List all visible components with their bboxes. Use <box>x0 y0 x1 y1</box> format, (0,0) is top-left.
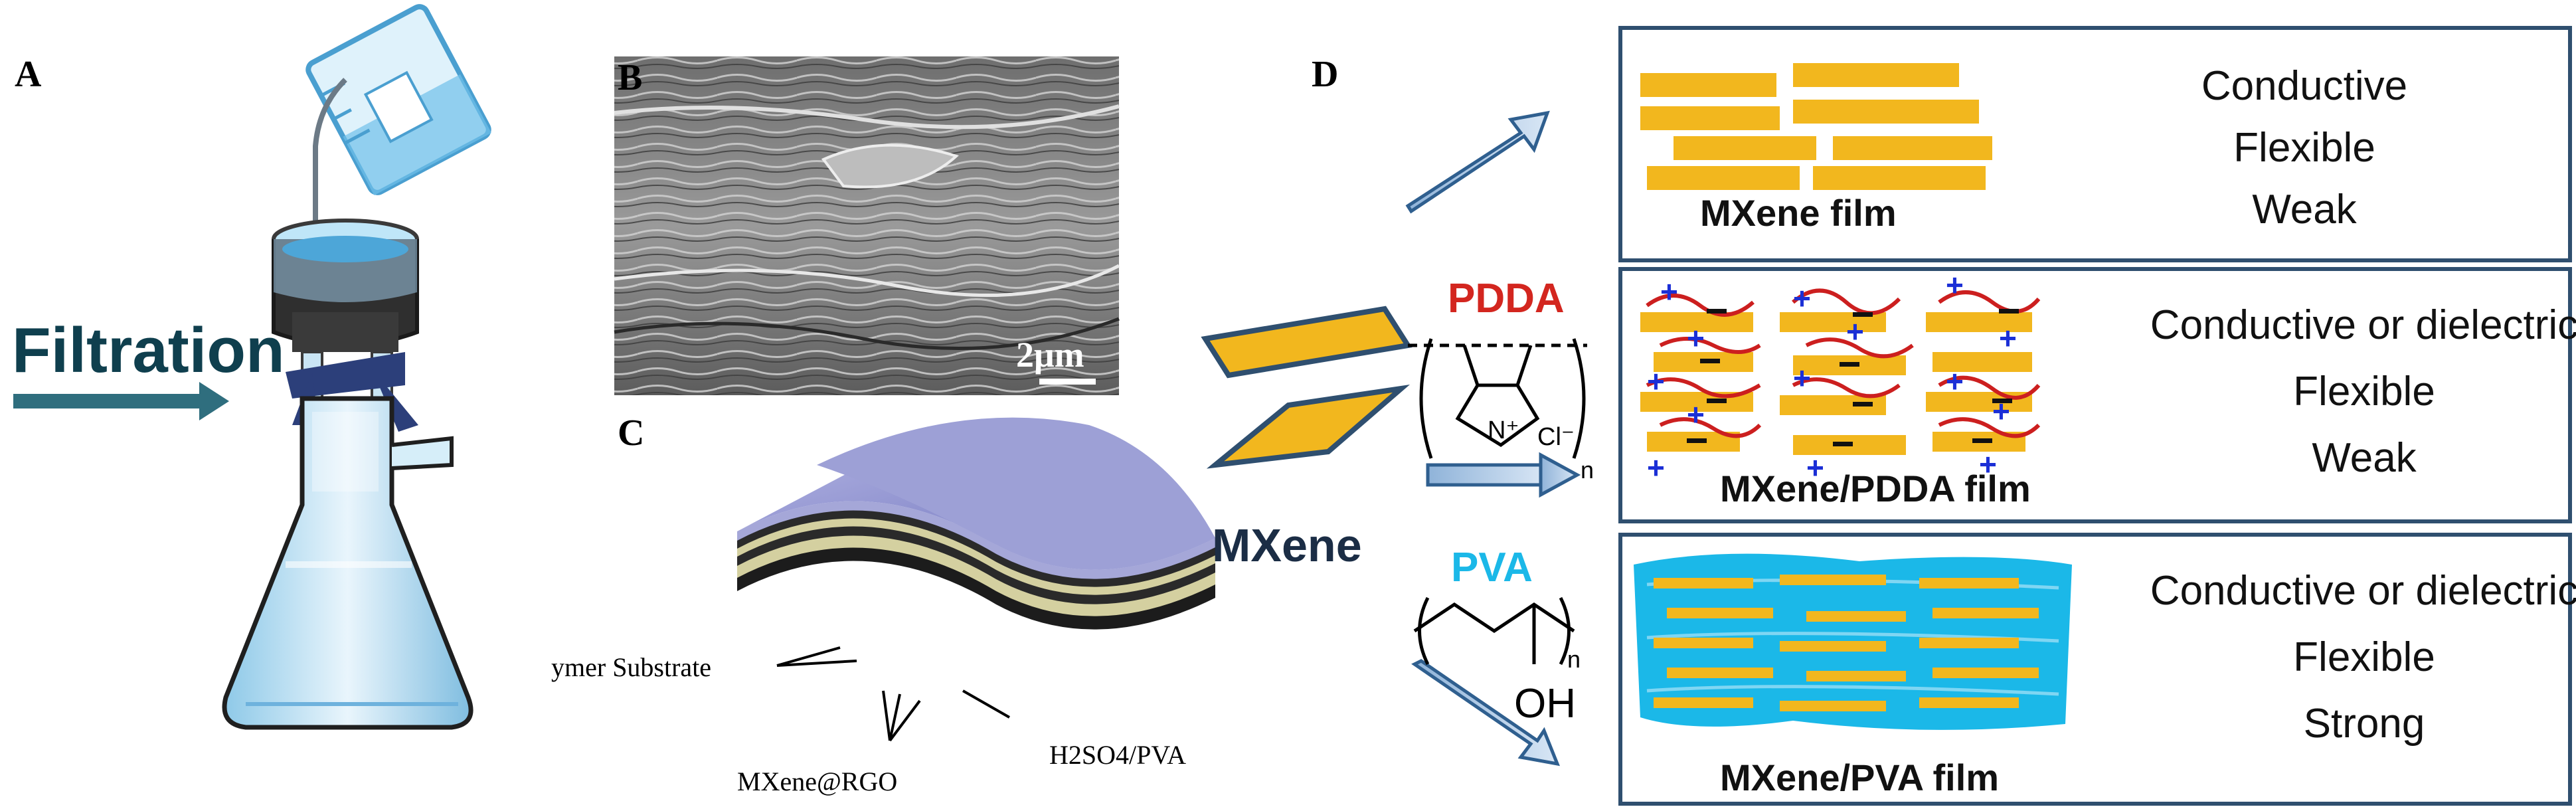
mxene-film-stack <box>1640 63 1992 190</box>
nitrogen-label: N⁺ <box>1488 416 1519 444</box>
film-property: Weak <box>2312 435 2417 481</box>
pva-structure <box>1413 596 1575 666</box>
film-label: MXene film <box>1700 192 1897 234</box>
scale-bar-label: 2μm <box>1016 335 1084 375</box>
panel-a: A <box>12 4 491 730</box>
mxene-pdda-film-box: + + + + + + + + + + + + + + MXene/PDDA film Condu… <box>1618 267 2576 523</box>
chloride-label: Cl⁻ <box>1537 423 1575 451</box>
mxene-film-box: MXene film Conductive Flexible Weak <box>1618 26 2572 262</box>
svg-text:+: + <box>1946 268 1964 302</box>
panel-b-letter: B <box>618 57 642 98</box>
pdda-structure <box>1408 338 1587 459</box>
film-property: Conductive or dielectric <box>2150 302 2576 348</box>
svg-text:+: + <box>1846 314 1864 349</box>
electrolyte-label: H2SO4/PVA <box>1049 740 1186 770</box>
pdda-film-stack: + + + + + + + + + + + + + + <box>1640 268 2041 485</box>
panel-c: C ymer Substrate MXene@RGO H2SO4/PVA <box>551 412 1215 796</box>
mxene-rgo-label: MXene@RGO <box>737 766 897 796</box>
film-property: Strong <box>2304 701 2425 747</box>
arrow-to-pva-film <box>1411 659 1560 766</box>
pdda-label: PDDA <box>1448 276 1565 321</box>
film-property: Conductive or dielectric <box>2150 568 2576 614</box>
mxene-pva-film-box: MXene/PVA film Conductive or dielectric … <box>1618 533 2576 806</box>
pva-subscript-n: n <box>1567 646 1581 673</box>
arrow-to-pdda-film <box>1426 452 1581 498</box>
panel-a-letter: A <box>15 54 42 95</box>
film-label: MXene/PVA film <box>1720 757 1999 798</box>
pdda-subscript-n: n <box>1581 456 1594 484</box>
svg-text:+: + <box>1687 321 1705 355</box>
pva-film-stack <box>1634 553 2072 730</box>
panel-b: B 2μm <box>614 56 1120 395</box>
pouring-beaker <box>305 4 491 196</box>
svg-text:+: + <box>1647 450 1665 485</box>
film-property: Flexible <box>2293 369 2435 414</box>
svg-text:+: + <box>1660 274 1678 309</box>
film-property: Conductive <box>2201 63 2407 109</box>
svg-text:+: + <box>1647 364 1665 399</box>
mxene-flakes <box>1201 306 1413 469</box>
filtration-label: Filtration <box>12 315 285 386</box>
hydroxyl-label: OH <box>1514 681 1576 727</box>
svg-text:+: + <box>1806 450 1824 485</box>
svg-text:+: + <box>1793 281 1811 315</box>
layer-leader-lines <box>776 646 1010 742</box>
film-property: Weak <box>2252 187 2357 232</box>
scale-bar <box>1039 379 1096 385</box>
pva-label: PVA <box>1451 545 1533 590</box>
panel-d: D MXene PDDA N⁺ Cl⁻ n PVA <box>1201 26 2576 806</box>
panel-d-letter: D <box>1312 54 1338 95</box>
mxene-label: MXene <box>1212 519 1362 571</box>
film-property: Flexible <box>2233 125 2375 171</box>
filtration-arrow <box>13 382 229 420</box>
film-label: MXene/PDDA film <box>1720 468 2031 509</box>
svg-text:+: + <box>1992 394 2010 428</box>
pouring-stream <box>313 78 347 232</box>
svg-text:+: + <box>1999 321 2017 355</box>
svg-text:+: + <box>1946 364 1964 399</box>
panel-c-letter: C <box>618 412 644 454</box>
film-property: Flexible <box>2293 634 2435 680</box>
svg-text:+: + <box>1979 447 1997 482</box>
layered-sheet <box>737 417 1215 630</box>
filter-flask <box>222 396 473 730</box>
polymer-substrate-label: ymer Substrate <box>551 652 711 682</box>
svg-text:+: + <box>1793 361 1811 395</box>
svg-text:+: + <box>1687 397 1705 432</box>
arrow-to-mxene-film <box>1405 110 1550 214</box>
